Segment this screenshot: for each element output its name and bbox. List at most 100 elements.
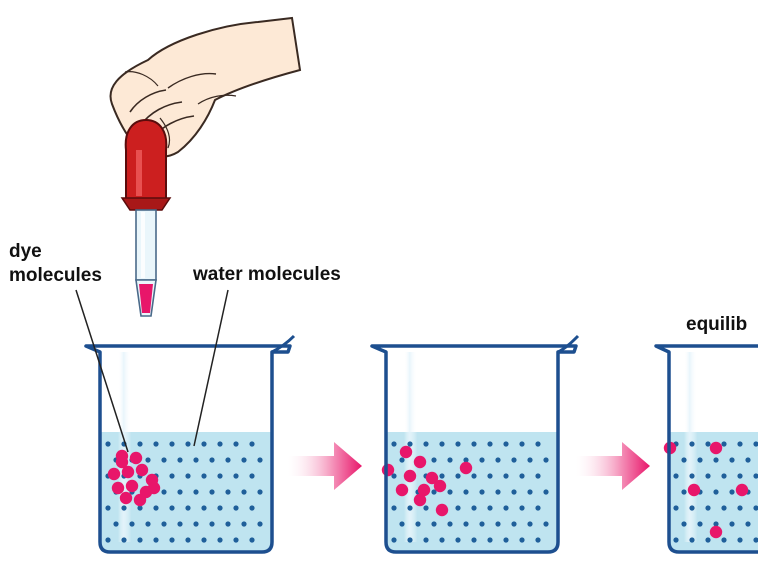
water-molecule bbox=[729, 489, 735, 495]
water-molecule bbox=[463, 457, 469, 463]
water-molecule bbox=[431, 489, 437, 495]
water-molecule bbox=[153, 537, 159, 543]
dye-molecule bbox=[413, 455, 427, 469]
water-molecule bbox=[713, 457, 719, 463]
water-molecule bbox=[241, 521, 247, 527]
water-molecule bbox=[233, 441, 239, 447]
water-molecule bbox=[423, 441, 429, 447]
dye-molecule bbox=[413, 493, 427, 507]
water-molecule bbox=[745, 521, 751, 527]
dye-molecule bbox=[119, 491, 133, 505]
arrow-right-icon bbox=[288, 442, 362, 490]
water-molecule bbox=[681, 489, 687, 495]
dye-molecule bbox=[111, 481, 125, 495]
water-molecule bbox=[471, 473, 477, 479]
water-molecule bbox=[729, 521, 735, 527]
water-molecule bbox=[169, 441, 175, 447]
water-molecule bbox=[161, 457, 167, 463]
water-molecule bbox=[519, 473, 525, 479]
water-molecule bbox=[737, 505, 743, 511]
water-molecule bbox=[407, 441, 413, 447]
water-molecule bbox=[399, 457, 405, 463]
water-molecule bbox=[153, 441, 159, 447]
water-molecule bbox=[129, 521, 135, 527]
water-molecule bbox=[697, 521, 703, 527]
water-label: water molecules bbox=[193, 264, 341, 285]
water-molecule bbox=[519, 537, 525, 543]
water-molecule bbox=[479, 457, 485, 463]
beaker-2 bbox=[370, 334, 580, 554]
dye-molecule bbox=[381, 463, 395, 477]
water-molecule bbox=[753, 537, 758, 543]
water-molecule bbox=[391, 505, 397, 511]
water-molecule bbox=[487, 505, 493, 511]
dye-molecules-1 bbox=[107, 449, 161, 507]
water-molecule bbox=[527, 457, 533, 463]
water-molecule bbox=[463, 489, 469, 495]
water-molecule bbox=[689, 473, 695, 479]
water-molecule bbox=[697, 457, 703, 463]
water-molecule bbox=[193, 489, 199, 495]
dye-molecule bbox=[135, 463, 149, 477]
water-molecule bbox=[137, 537, 143, 543]
water-molecule bbox=[217, 441, 223, 447]
dye-molecules-3 bbox=[663, 441, 749, 539]
water-molecule bbox=[439, 441, 445, 447]
water-molecule bbox=[503, 537, 509, 543]
water-molecule bbox=[241, 457, 247, 463]
water-molecule bbox=[705, 505, 711, 511]
dye-molecule bbox=[403, 469, 417, 483]
water-molecule bbox=[241, 489, 247, 495]
water-molecule bbox=[391, 537, 397, 543]
water-molecule bbox=[479, 521, 485, 527]
water-molecule bbox=[105, 537, 111, 543]
water-molecule bbox=[503, 473, 509, 479]
water-molecule bbox=[201, 505, 207, 511]
water-molecules-3 bbox=[673, 441, 758, 543]
water-molecule bbox=[145, 457, 151, 463]
water-molecule bbox=[431, 521, 437, 527]
water-molecule bbox=[193, 521, 199, 527]
dye-molecule bbox=[115, 449, 129, 463]
water-molecule bbox=[681, 457, 687, 463]
water-molecule bbox=[193, 457, 199, 463]
water-molecule bbox=[745, 457, 751, 463]
equilibrium-label: equilib bbox=[686, 314, 748, 335]
dye-molecule bbox=[709, 441, 723, 455]
water-molecule bbox=[737, 441, 743, 447]
water-molecule bbox=[201, 473, 207, 479]
dye-molecule bbox=[147, 481, 161, 495]
water-molecule bbox=[455, 473, 461, 479]
dye-molecule bbox=[709, 525, 723, 539]
water-molecule bbox=[721, 441, 727, 447]
water-molecule bbox=[543, 521, 549, 527]
water-molecule bbox=[713, 521, 719, 527]
water-molecule bbox=[153, 505, 159, 511]
water-molecule bbox=[487, 537, 493, 543]
water-molecule bbox=[161, 489, 167, 495]
water-molecule bbox=[209, 489, 215, 495]
water-molecule bbox=[535, 441, 541, 447]
water-molecule bbox=[689, 505, 695, 511]
water-molecule bbox=[495, 489, 501, 495]
water-molecule bbox=[705, 473, 711, 479]
water-molecule bbox=[511, 521, 517, 527]
water-molecule bbox=[681, 521, 687, 527]
water-molecule bbox=[415, 521, 421, 527]
water-molecule bbox=[217, 537, 223, 543]
water-molecule bbox=[471, 537, 477, 543]
water-molecule bbox=[225, 457, 231, 463]
beaker-1 bbox=[84, 334, 296, 554]
water-molecule bbox=[257, 457, 263, 463]
dye-molecule bbox=[133, 493, 147, 507]
water-molecule bbox=[177, 521, 183, 527]
water-molecule bbox=[137, 441, 143, 447]
water-molecule bbox=[721, 505, 727, 511]
water-molecule bbox=[169, 473, 175, 479]
water-molecule bbox=[121, 537, 127, 543]
water-molecule bbox=[233, 473, 239, 479]
water-molecule bbox=[201, 537, 207, 543]
water-molecule bbox=[721, 537, 727, 543]
